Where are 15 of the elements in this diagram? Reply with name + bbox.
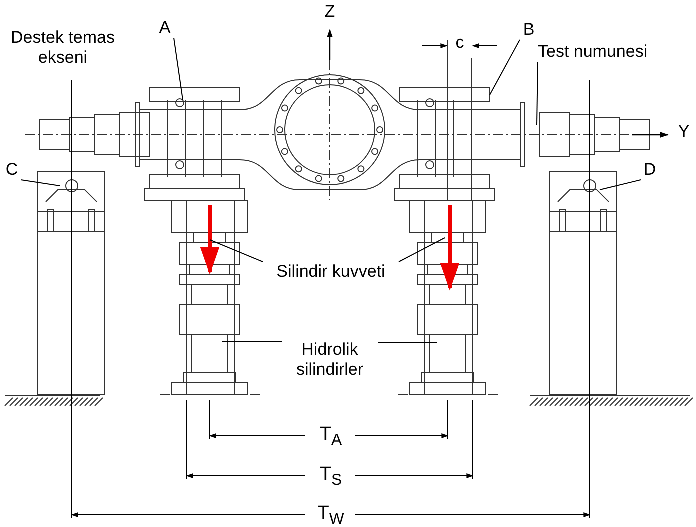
part-label: Test numunesi: [538, 42, 646, 62]
part-letter: A: [156, 18, 174, 38]
leader-line: [174, 38, 184, 100]
part-letter: B: [520, 20, 538, 40]
part-letter: C: [3, 160, 21, 180]
part-letter: D: [641, 160, 659, 180]
part-label: Hidrolik silindirler: [282, 340, 378, 380]
leader-line: [398, 238, 446, 262]
leader-line: [536, 62, 538, 126]
leader-line: [20, 180, 60, 186]
force-label: Silindir kuvveti: [263, 262, 399, 282]
leader-line: [600, 180, 642, 190]
leader-line: [378, 342, 438, 344]
leader-line: [210, 240, 264, 262]
leader-line: [490, 40, 520, 96]
